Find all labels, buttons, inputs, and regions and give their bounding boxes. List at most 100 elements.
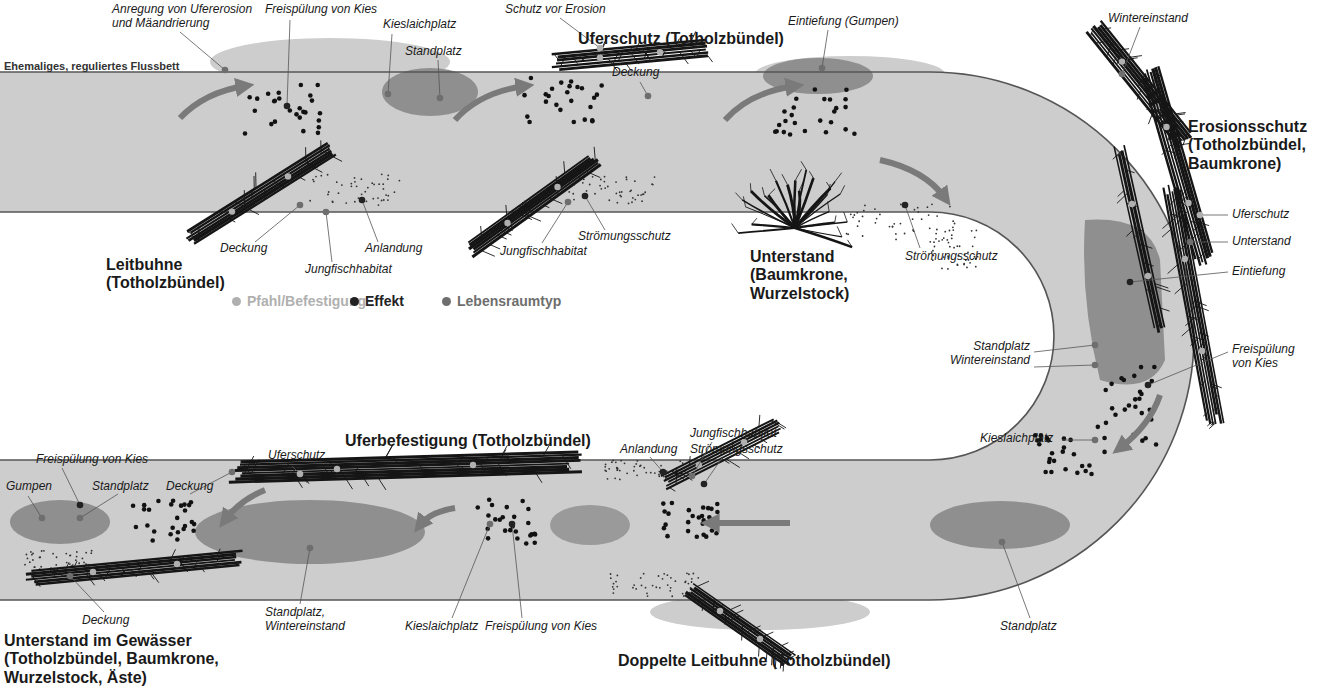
gravel-dot — [272, 99, 277, 104]
annotation-label: Uferschutz — [1232, 208, 1289, 222]
deadwood-twig — [1168, 265, 1178, 274]
sand-dot — [382, 183, 384, 185]
gravel-dot — [662, 526, 667, 531]
gravel-dot — [665, 534, 670, 539]
tree-twig — [847, 240, 852, 247]
sand-dot — [381, 200, 383, 202]
sand-dot — [354, 177, 356, 179]
deadwood-stem — [690, 589, 791, 660]
deadwood-twig — [186, 555, 189, 561]
sand-dot — [662, 578, 664, 580]
deadwood-twig — [305, 147, 306, 160]
sand-dot — [646, 592, 648, 594]
sand-dot — [900, 223, 902, 225]
gravel-dot — [1133, 404, 1138, 409]
sand-dot — [697, 577, 699, 579]
stake-dot — [657, 49, 663, 55]
leader-line — [822, 30, 828, 68]
sand-dot — [356, 185, 358, 187]
deadwood-twig — [364, 478, 369, 486]
sand-dot — [626, 178, 628, 180]
sand-dot — [652, 184, 654, 186]
tree-branch — [795, 228, 852, 247]
marker-dot — [1197, 212, 1204, 219]
sand-dot — [91, 550, 93, 552]
deadwood-stem — [34, 562, 241, 582]
deadwood-twig — [1211, 386, 1217, 388]
sand-dot — [619, 191, 621, 193]
gravel-dot — [486, 536, 491, 541]
tree-twig — [795, 169, 801, 180]
deadwood-twig — [1199, 333, 1209, 337]
stake-dot — [229, 208, 235, 214]
sand-dot — [917, 207, 919, 209]
sand-dot — [52, 553, 54, 555]
deadwood-twig — [198, 231, 199, 241]
deadwood-twig — [670, 488, 676, 492]
gravel-dot — [142, 503, 147, 508]
sand-dot — [592, 176, 594, 178]
deadwood-stem — [1100, 25, 1191, 138]
deadwood-twig — [244, 190, 245, 205]
sand-dot — [634, 180, 636, 182]
sand-dot — [616, 586, 618, 588]
gravel-dot — [1072, 452, 1077, 457]
sand-dot — [616, 202, 618, 204]
gravel-dot — [695, 534, 700, 539]
deadwood-stem — [1124, 145, 1165, 327]
gravel-dot — [1087, 463, 1092, 468]
sand-dot — [614, 477, 616, 479]
gravel-dot — [318, 111, 323, 116]
gravel-dot — [176, 530, 181, 535]
leader-line — [1130, 272, 1228, 282]
sand-dot — [643, 573, 645, 575]
deadwood-twig — [761, 632, 774, 638]
legend-item: Effekt — [350, 293, 404, 309]
gravel-dot — [1133, 397, 1138, 402]
sand-dot — [383, 188, 385, 190]
deadwood-twig — [170, 549, 175, 560]
sand-dot — [617, 468, 619, 470]
gravel-dot — [150, 538, 155, 543]
annotation-label: Anlandung — [365, 242, 422, 256]
gravel-dot — [276, 91, 281, 96]
sand-dot — [862, 235, 864, 237]
sand-dot — [666, 574, 668, 576]
deadwood-stem — [1168, 185, 1213, 425]
gravel-dot — [493, 517, 498, 522]
gravel-dot — [1137, 397, 1142, 402]
deadwood-twig — [1173, 138, 1184, 141]
sand-dot — [619, 194, 621, 196]
gravel-dot — [147, 508, 152, 513]
stake-dot — [1163, 124, 1169, 130]
annotation-label: Deckung — [82, 614, 129, 628]
gravel-dot — [175, 537, 180, 542]
deadwood-twig — [1103, 28, 1111, 29]
sand-dot — [600, 188, 602, 190]
sand-dot — [633, 466, 635, 468]
gravel-dot — [774, 129, 779, 134]
sand-dot — [312, 179, 314, 181]
gravel-dot — [661, 501, 666, 506]
sand-dot — [893, 223, 895, 225]
sand-dot — [30, 551, 32, 553]
marker-dot — [77, 515, 84, 522]
gravel-dot — [490, 503, 495, 508]
gravel-dot — [782, 130, 787, 135]
sand-dot — [635, 588, 637, 590]
tree-twig — [735, 193, 742, 200]
sand-dot — [655, 586, 657, 588]
sand-dot — [29, 561, 31, 563]
sand-dot — [692, 573, 694, 575]
deadwood-twig — [1146, 290, 1155, 293]
tree-twig — [768, 189, 775, 196]
marker-dot — [701, 481, 708, 488]
deadwood-twig — [1160, 308, 1169, 311]
sand-dot — [658, 475, 660, 477]
sand-dot — [43, 550, 45, 552]
gravel-dot — [503, 528, 508, 533]
gravel-dot — [791, 105, 796, 110]
gravel-dot — [1050, 451, 1055, 456]
stake-dot — [1182, 256, 1188, 262]
sand-dot — [600, 179, 602, 181]
